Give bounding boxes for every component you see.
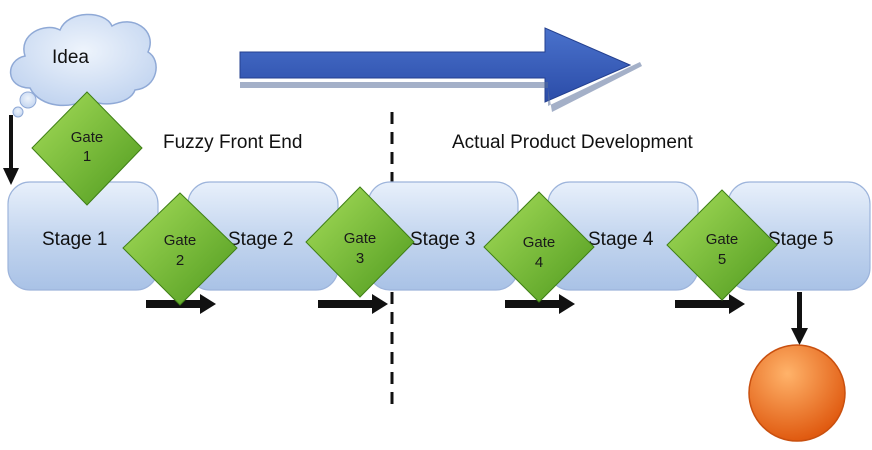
idea-down-arrow [3, 115, 19, 185]
stage-5: Stage 5 [727, 181, 871, 291]
progress-arrow [239, 27, 642, 112]
idea-cloud: Idea [9, 13, 157, 118]
flow-arrow [146, 294, 216, 314]
stage-label: Stage 1 [42, 229, 108, 250]
phase-label-actual: Actual Product Development [452, 132, 694, 153]
gate-word: Gate [706, 231, 739, 248]
gate-2: Gate 2 [122, 192, 238, 306]
gate-word: Gate [164, 232, 197, 249]
stage-label: Stage 2 [228, 229, 294, 250]
stage-4: Stage 4 [547, 181, 699, 291]
gate-number: 2 [176, 252, 184, 269]
gate-word: Gate [523, 234, 556, 251]
gate-5: Gate 5 [666, 189, 778, 301]
gate-1: Gate 1 [31, 91, 143, 206]
gate-number: 5 [718, 251, 726, 268]
gate-4: Gate 4 [483, 191, 595, 303]
flow-arrow [318, 294, 388, 314]
gate-number: 4 [535, 254, 543, 271]
gate-number: 3 [356, 250, 364, 267]
flow-arrow [675, 294, 745, 314]
flow-arrows [146, 294, 745, 314]
idea-label: Idea [52, 47, 89, 68]
gate-3: Gate 3 [305, 186, 415, 298]
stage-label: Stage 5 [768, 229, 834, 250]
gate-word: Gate [71, 129, 104, 146]
stage-label: Stage 3 [410, 229, 476, 250]
outcome-circle [748, 344, 846, 442]
gate-number: 1 [83, 148, 91, 165]
outcome-down-arrow [791, 292, 808, 345]
phase-label-fuzzy: Fuzzy Front End [163, 132, 302, 153]
gate-word: Gate [344, 230, 377, 247]
stage-label: Stage 4 [588, 229, 654, 250]
flow-arrow [505, 294, 575, 314]
